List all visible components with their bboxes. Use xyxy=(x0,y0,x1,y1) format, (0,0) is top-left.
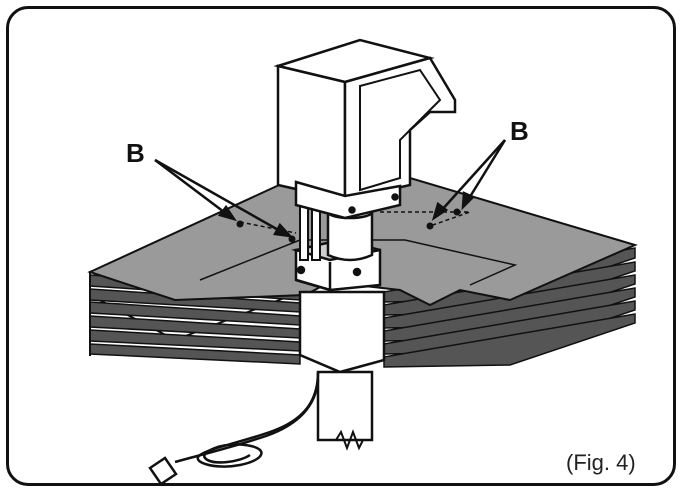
figure-caption: (Fig. 4) xyxy=(566,450,636,475)
fastener-points xyxy=(236,208,461,243)
callout-arrows-right xyxy=(431,139,507,221)
plug-icon xyxy=(148,456,178,486)
upper-unit xyxy=(273,38,457,220)
callout-arrows-left xyxy=(154,158,294,238)
power-cord xyxy=(174,371,320,468)
curb-duct xyxy=(298,290,386,451)
callout-label-right: B xyxy=(510,116,529,146)
callout-label-left: B xyxy=(126,138,145,168)
